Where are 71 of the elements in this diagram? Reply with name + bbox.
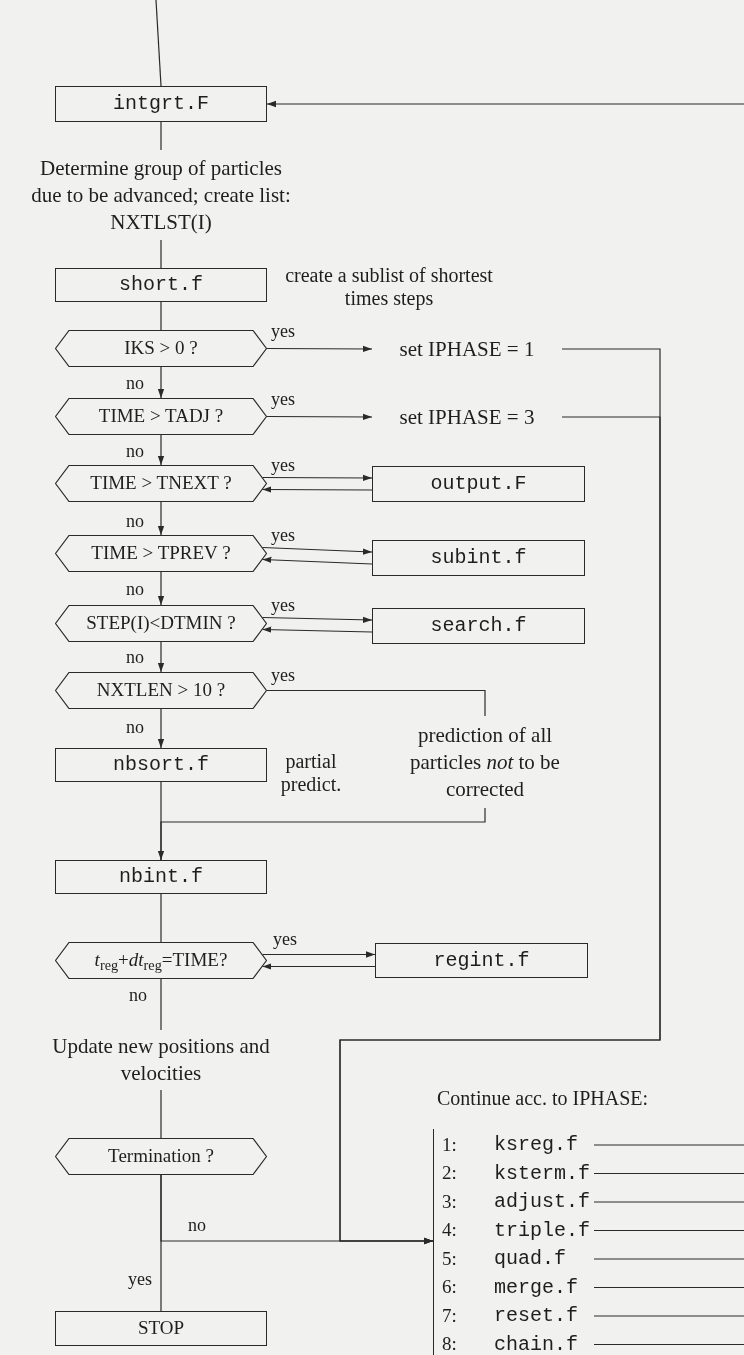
arrow (261, 486, 373, 493)
connector-line (160, 978, 162, 1031)
connector-line (593, 1258, 744, 1260)
item-number: 7: (442, 1303, 458, 1328)
connector-line (160, 121, 162, 151)
file-name: ksreg.f (494, 1132, 578, 1158)
arrow (266, 345, 373, 353)
process-box: short.f (55, 268, 267, 302)
process-box: subint.f (372, 540, 585, 576)
decision-hexagon: TIME > TNEXT ? (55, 465, 267, 502)
file-name: merge.f (494, 1274, 578, 1301)
decision-hexagon: TIME > TPREV ? (55, 535, 267, 572)
process-box: STOP (55, 1311, 267, 1346)
arrow (157, 708, 165, 749)
file-name: quad.f (494, 1246, 566, 1272)
arrow (157, 366, 165, 399)
process-box: output.F (372, 466, 585, 502)
assignment-text: set IPHASE = 1 (399, 335, 535, 363)
process-note: Determine group of particles due to be advanced; create list: NXTLST(I) (30, 154, 292, 236)
item-number: 5: (442, 1246, 458, 1271)
arrow (157, 641, 165, 673)
file-name: ksterm.f (494, 1160, 590, 1187)
connector-line (160, 301, 162, 331)
item-number: 6: (442, 1275, 458, 1300)
file-name: reset.f (494, 1303, 578, 1329)
assignment-text: set IPHASE = 3 (399, 403, 535, 431)
process-box: nbsort.f (55, 748, 267, 782)
item-number: 3: (442, 1189, 458, 1214)
item-number: 4: (442, 1218, 458, 1243)
connector-line (593, 1229, 744, 1232)
process-note: Update new positions and velocities (51, 1033, 271, 1087)
arrow (261, 963, 376, 970)
item-number: 1: (442, 1132, 458, 1157)
decision-hexagon: t$_{reg}$+dt$_{reg}$=TIME? (55, 942, 267, 979)
file-name: adjust.f (494, 1189, 590, 1215)
decision-hexagon: STEP(I)<DTMIN ? (55, 605, 267, 642)
decision-hexagon: Termination ? (55, 1138, 267, 1175)
process-note: prediction of all particles not to be corrected (409, 721, 561, 803)
connector-line (160, 781, 162, 861)
connector-line (593, 1286, 744, 1289)
arrow (261, 626, 373, 633)
side-note: partial predict. (279, 750, 343, 796)
item-number: 8: (442, 1332, 458, 1355)
connector-line (160, 239, 162, 269)
connector-line (593, 1172, 744, 1175)
connector-line (593, 1343, 744, 1346)
arrow (261, 556, 373, 565)
side-note: create a sublist of shortest times steps (284, 264, 494, 310)
file-name: triple.f (494, 1217, 590, 1244)
list-heading: Continue acc. to IPHASE: (437, 1086, 649, 1111)
decision-hexagon: NXTLEN > 10 ? (55, 672, 267, 709)
decision-hexagon: TIME > TADJ ? (55, 398, 267, 435)
arrow (157, 501, 165, 536)
connector-line (593, 1144, 744, 1146)
item-number: 2: (442, 1161, 458, 1186)
connector-line (160, 1089, 162, 1139)
connector-line (160, 893, 162, 943)
connector-line (593, 1201, 744, 1203)
process-box: nbint.f (55, 860, 267, 894)
connector-line (266, 689, 486, 717)
arrow (157, 434, 165, 466)
connector-line (593, 1315, 744, 1317)
decision-hexagon: IKS > 0 ? (55, 330, 267, 367)
process-box: search.f (372, 608, 585, 644)
process-box: intgrt.F (55, 86, 267, 122)
arrow (157, 571, 165, 606)
file-name: chain.f (494, 1331, 578, 1355)
connector-line (155, 0, 162, 87)
process-box: regint.f (375, 943, 588, 978)
arrow (266, 413, 373, 421)
arrow (266, 100, 744, 108)
